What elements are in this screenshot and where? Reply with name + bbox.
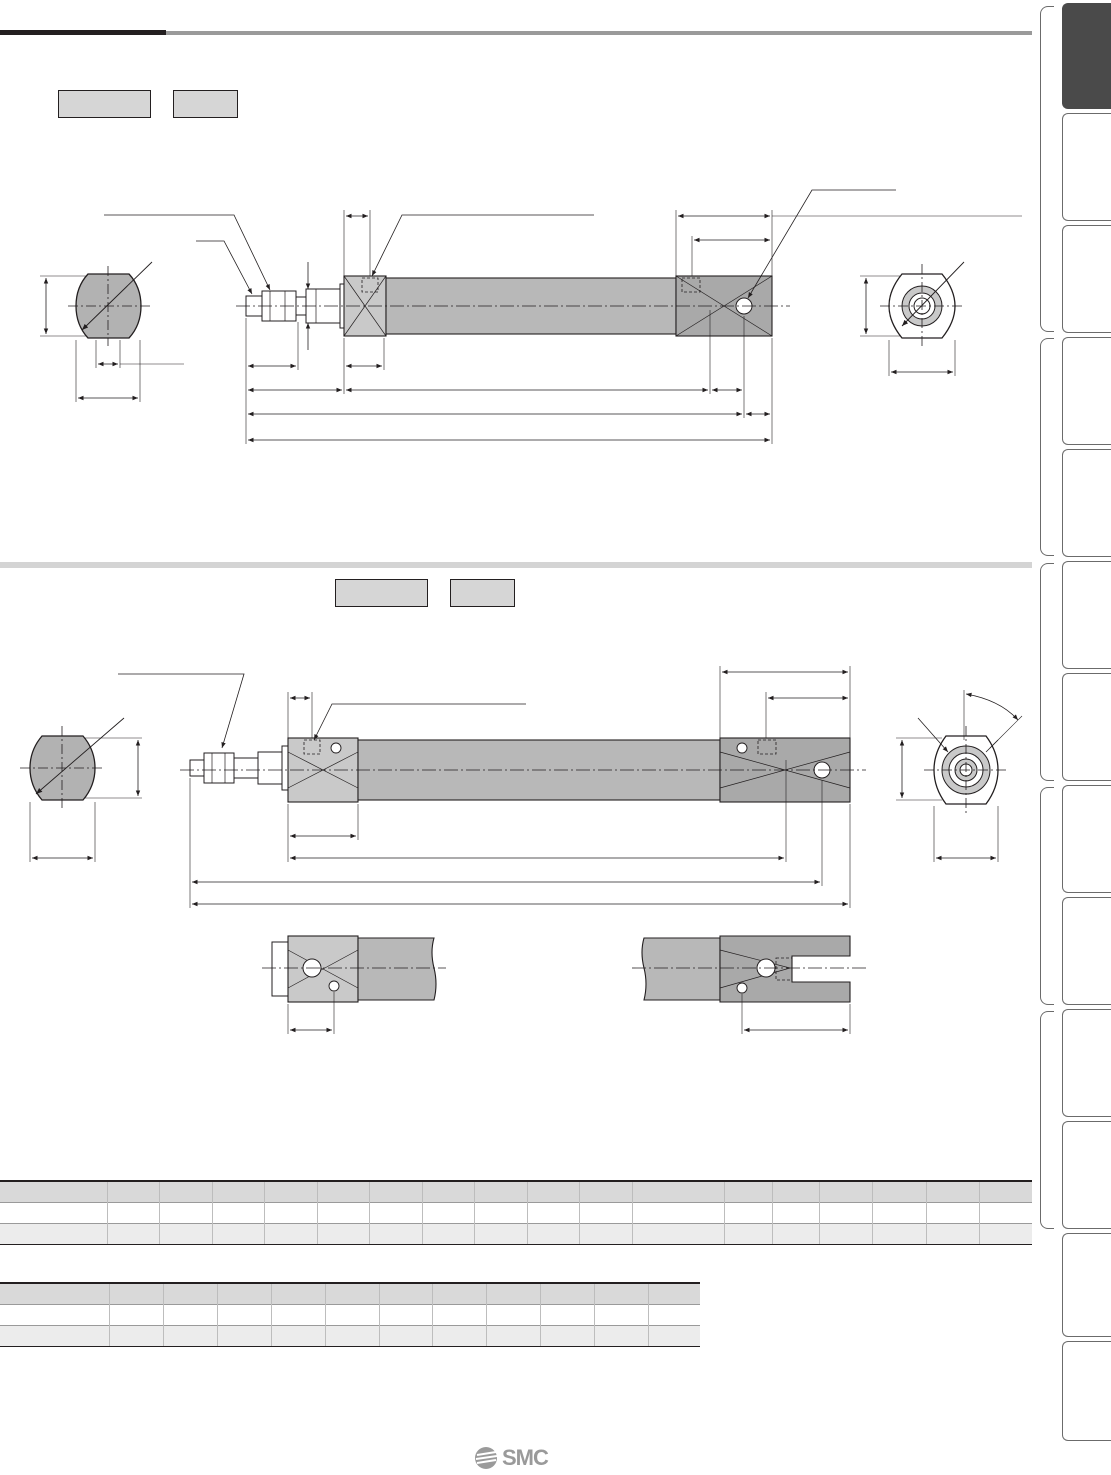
tab-2[interactable] — [1062, 113, 1111, 221]
table-row — [0, 1222, 1032, 1245]
tab-1[interactable] — [1062, 3, 1111, 109]
section1-drawing — [40, 189, 1022, 444]
tab-group-bracket — [1040, 563, 1054, 781]
tab-11[interactable] — [1062, 1121, 1111, 1229]
tab-10[interactable] — [1062, 1009, 1111, 1117]
tab-3[interactable] — [1062, 225, 1111, 333]
s2-left-end-view — [20, 717, 142, 862]
section2-size-tag — [450, 579, 515, 607]
tab-group-bracket — [1040, 338, 1054, 556]
tab-6[interactable] — [1062, 561, 1111, 669]
tab-12[interactable] — [1062, 1233, 1111, 1337]
side-index-tabs — [1040, 0, 1111, 1474]
smc-logo: SMC — [474, 1446, 564, 1470]
smc-logo-icon — [475, 1447, 498, 1469]
tab-group-bracket — [1040, 1011, 1054, 1229]
smc-logo-text: SMC — [502, 1445, 549, 1470]
tab-13[interactable] — [1062, 1341, 1111, 1441]
section1-model-tag — [58, 90, 151, 118]
tab-group-bracket — [1040, 6, 1054, 332]
s2-rod-end-detail-view — [632, 935, 866, 1034]
table-header-row — [0, 1282, 700, 1304]
dimension-drawing — [20, 189, 1023, 1034]
s1-cylinder-side-view — [104, 189, 1022, 444]
s2-right-end-view — [896, 690, 1023, 862]
section2-model-tag — [335, 579, 428, 607]
table-row — [0, 1303, 700, 1325]
header-rule-grey — [166, 31, 1032, 35]
s2-cylinder-side-view — [118, 666, 866, 908]
table-row — [0, 1201, 1032, 1223]
section-separator — [0, 562, 1032, 568]
section1-size-tag — [173, 90, 238, 118]
s2-head-detail-view — [262, 935, 446, 1034]
table-row — [0, 1324, 700, 1347]
dimension-table-1 — [0, 1180, 1032, 1245]
tab-5[interactable] — [1062, 449, 1111, 557]
section2-drawing — [20, 666, 1023, 1034]
tab-4[interactable] — [1062, 337, 1111, 445]
tab-9[interactable] — [1062, 897, 1111, 1005]
s1-right-end-view — [860, 261, 965, 376]
header-rule-dark — [0, 30, 166, 35]
tab-group-bracket — [1040, 787, 1054, 1005]
tab-8[interactable] — [1062, 785, 1111, 893]
s1-left-end-view — [40, 261, 184, 402]
tab-7[interactable] — [1062, 673, 1111, 781]
dimension-table-2 — [0, 1282, 700, 1347]
table-header-row — [0, 1180, 1032, 1202]
